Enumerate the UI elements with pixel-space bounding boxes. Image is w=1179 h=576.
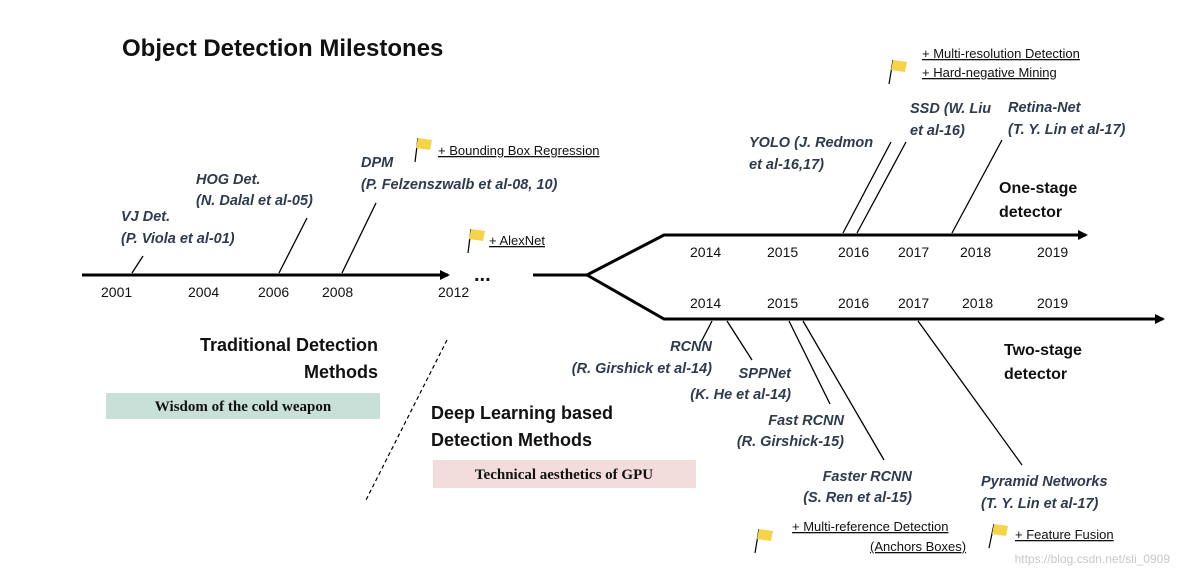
traditional-tag-bg (106, 393, 380, 419)
traditional-tag: Wisdom of the cold weapon (155, 399, 332, 415)
year-label: 2017 (898, 295, 929, 311)
year-label: 2004 (188, 284, 219, 300)
leader-line (341, 202, 377, 274)
leader-line (856, 141, 907, 234)
deep-era-title: Deep Learning based (431, 403, 613, 423)
hog-det-ref: (N. Dalal et al-05) (196, 193, 313, 209)
faster-rcnn-name: Faster RCNN (823, 469, 913, 485)
yolo-ref: et al-16,17) (749, 157, 824, 173)
flag-bbox-regression: + Bounding Box Regression (438, 143, 600, 158)
fast-rcnn-ref: (R. Girshick-15) (737, 434, 844, 450)
year-label: 2016 (838, 295, 869, 311)
year-label: 2016 (838, 244, 869, 260)
leader-line (699, 320, 713, 345)
deep-era-title-2: Detection Methods (431, 430, 592, 450)
rcnn-ref: (R. Girshick et al-14) (572, 361, 712, 377)
year-label: 2006 (258, 284, 289, 300)
one-stage-label-2: detector (999, 204, 1062, 221)
year-label: 2017 (898, 244, 929, 260)
year-label: 2008 (322, 284, 353, 300)
two-stage-label: Two-stage (1004, 342, 1082, 359)
flag-icon (467, 228, 485, 254)
flag-feature-fusion: + Feature Fusion (1015, 527, 1114, 542)
faster-rcnn-ref: (S. Ren et al-15) (803, 490, 912, 506)
dpm-ref: (P. Felzenszwalb et al-08, 10) (361, 177, 558, 193)
flag-anchors: (Anchors Boxes) (870, 539, 966, 554)
flag-multi-reference: + Multi-reference Detection (792, 519, 948, 534)
retinanet-ref: (T. Y. Lin et al-17) (1008, 122, 1126, 138)
deep-tag: Technical aesthetics of GPU (475, 467, 653, 483)
ssd-name: SSD (W. Liu (910, 101, 991, 117)
year-label: 2014 (690, 295, 721, 311)
leader-line (726, 320, 753, 361)
year-label: 2014 (690, 244, 721, 260)
sppnet-ref: (K. He et al-14) (690, 387, 791, 403)
leader-line (131, 255, 144, 274)
one-stage-axis (586, 230, 1088, 277)
vj-det-name: VJ Det. (121, 209, 170, 225)
retinanet-name: Retina-Net (1008, 100, 1082, 116)
flag-hard-negative: + Hard-negative Mining (922, 65, 1057, 80)
flag-icon (988, 523, 1008, 549)
era-divider (365, 339, 448, 501)
flag-icon (414, 137, 432, 163)
traditional-era-title: Traditional Detection (200, 335, 378, 355)
flag-alexnet: + AlexNet (489, 233, 545, 248)
page-title: Object Detection Milestones (122, 35, 443, 62)
two-stage-label-2: detector (1004, 366, 1067, 383)
timeline-ellipsis: ... (474, 264, 491, 286)
fpn-name: Pyramid Networks (981, 474, 1108, 490)
sppnet-name: SPPNet (739, 366, 793, 382)
year-label: 2019 (1037, 295, 1068, 311)
vj-det-ref: (P. Viola et al-01) (121, 231, 235, 247)
year-label: 2018 (960, 244, 991, 260)
rcnn-name: RCNN (670, 339, 712, 355)
yolo-name: YOLO (J. Redmon (749, 135, 873, 151)
flag-icon (754, 528, 773, 554)
year-label: 2018 (962, 295, 993, 311)
leader-line (842, 141, 892, 234)
leader-line (788, 320, 831, 405)
one-stage-label: One-stage (999, 180, 1077, 197)
deep-tag-bg (433, 460, 696, 488)
leader-line (278, 217, 308, 274)
leader-line (917, 320, 1023, 466)
traditional-era-title-2: Methods (304, 362, 378, 382)
year-label: 2012 (438, 284, 469, 300)
year-label: 2015 (767, 295, 798, 311)
hog-det-name: HOG Det. (196, 172, 260, 188)
flag-icon (888, 59, 907, 85)
fast-rcnn-name: Fast RCNN (768, 413, 844, 429)
year-label: 2019 (1037, 244, 1068, 260)
flag-multi-resolution: + Multi-resolution Detection (922, 46, 1080, 61)
leader-line (802, 320, 885, 461)
ssd-ref: et al-16) (910, 123, 965, 139)
fpn-ref: (T. Y. Lin et al-17) (981, 496, 1099, 512)
year-label: 2001 (101, 284, 132, 300)
leader-line (951, 139, 1003, 234)
watermark: https://blog.csdn.net/sli_0909 (1015, 552, 1171, 566)
year-label: 2015 (767, 244, 798, 260)
dpm-name: DPM (361, 155, 394, 171)
two-stage-axis (586, 273, 1165, 324)
